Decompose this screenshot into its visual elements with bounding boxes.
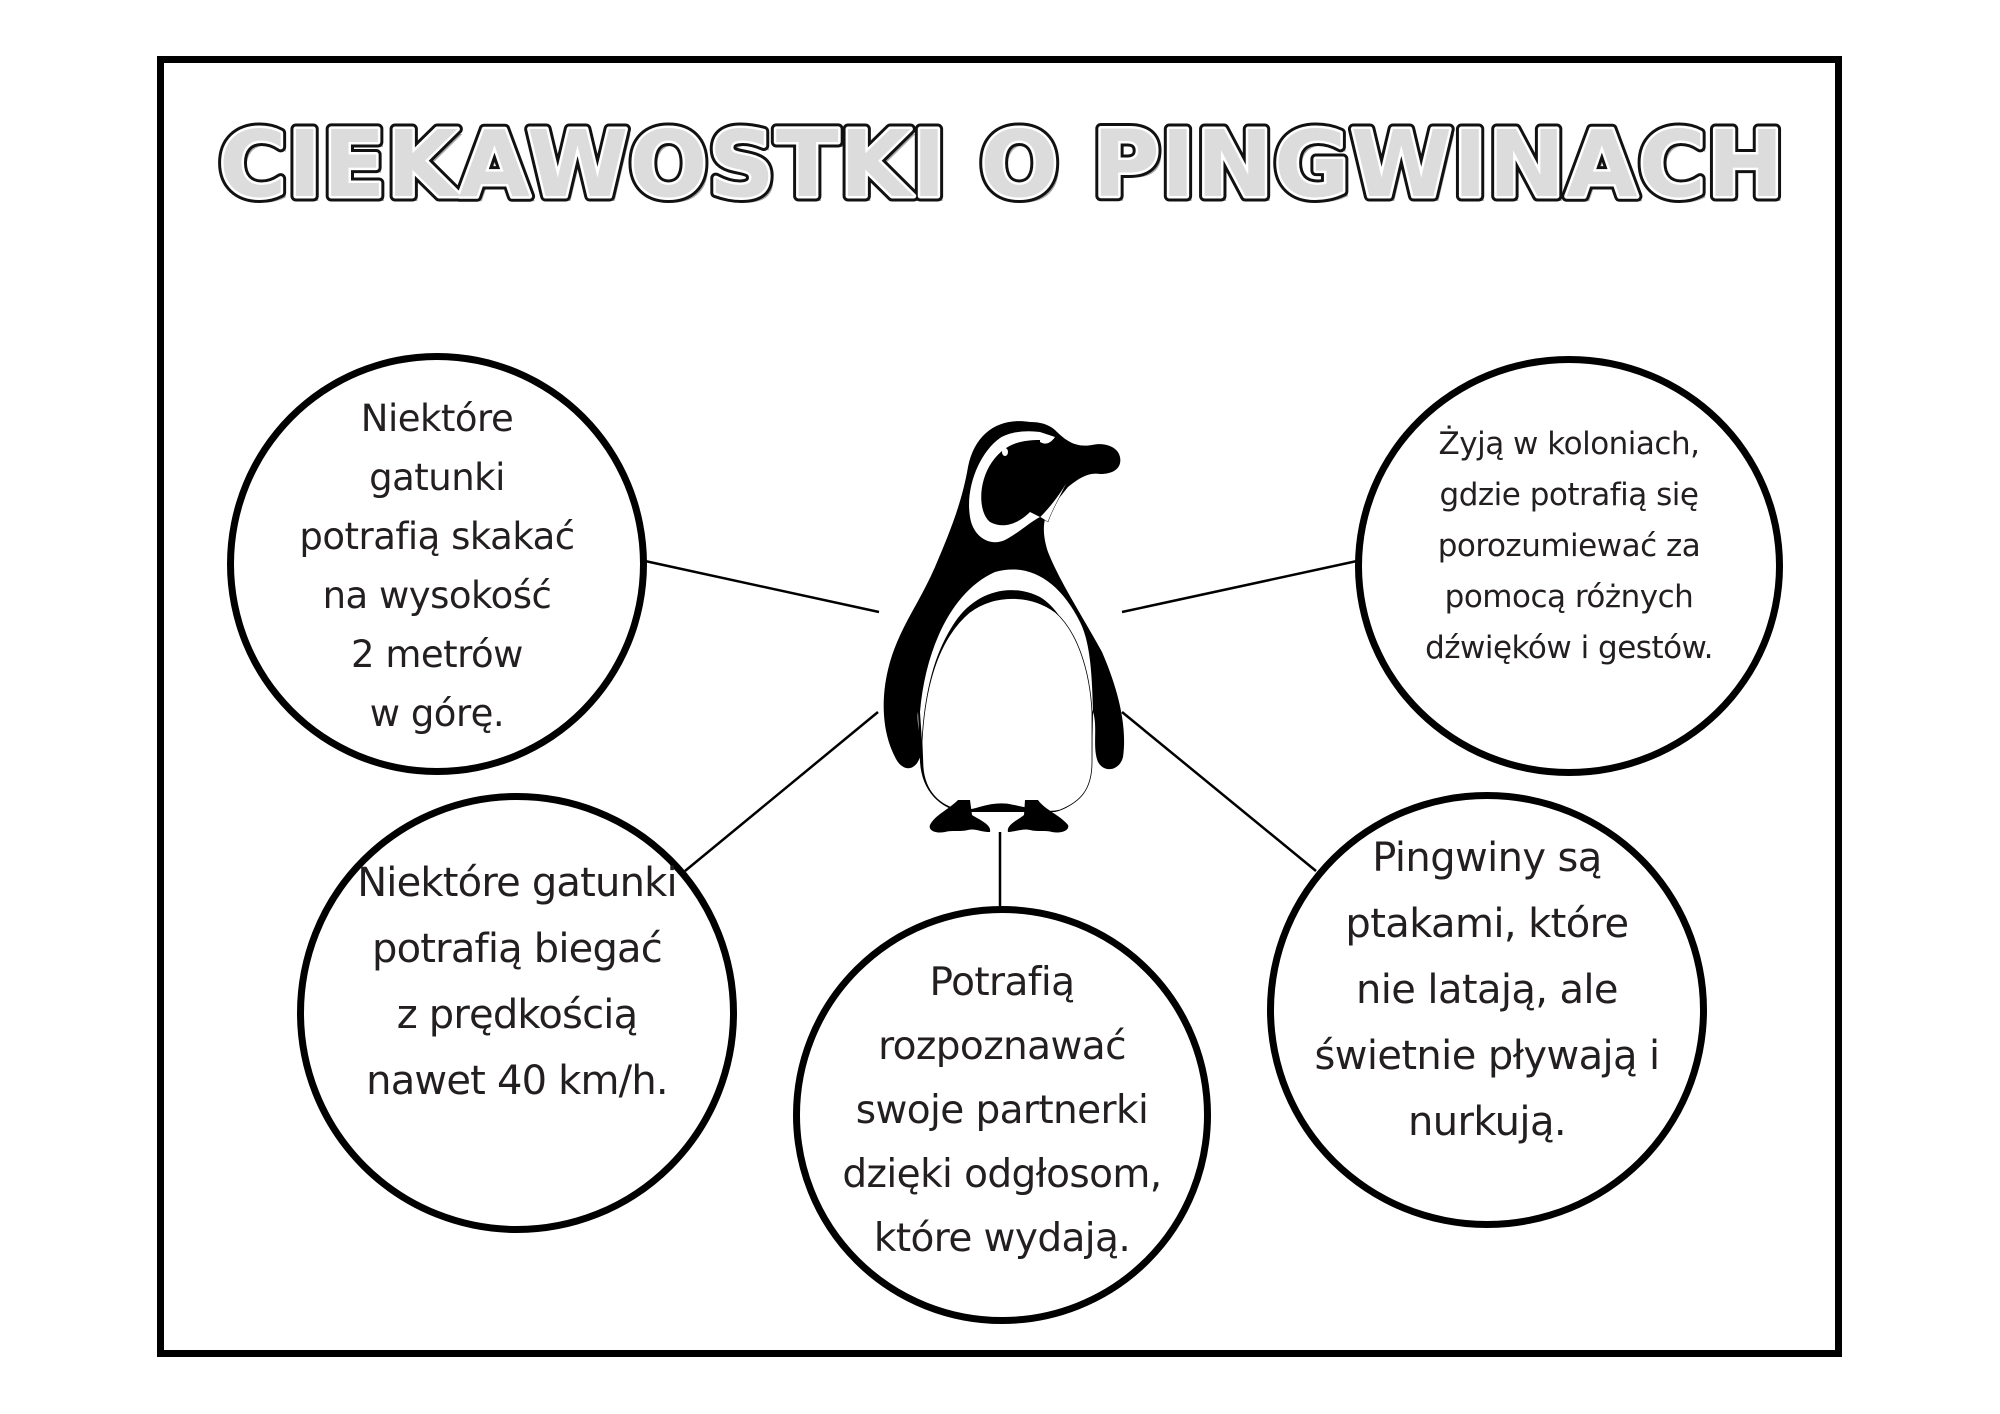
poster-frame (157, 56, 1842, 1357)
title-shadow: CIEKAWOSTKI O PINGWINACH (224, 116, 1790, 223)
connector-bottom-left (684, 711, 879, 872)
fact-text: Niektóre gatunki potrafią biegać z prędk… (357, 860, 677, 1104)
fact-bubble-swimming: Pingwiny są ptakami, które nie latają, a… (1267, 792, 1707, 1228)
fact-bubble-jumping: Niektóre gatunki potrafią skakać na wyso… (227, 353, 647, 775)
fact-text: Pingwiny są ptakami, które nie latają, a… (1314, 835, 1660, 1145)
title-inner-stroke: CIEKAWOSTKI O PINGWINACH (219, 111, 1785, 218)
connector-top-right (1121, 559, 1358, 614)
title-text: CIEKAWOSTKI O PINGWINACH (219, 111, 1785, 218)
fact-text: Niektóre gatunki potrafią skakać na wyso… (299, 397, 575, 735)
title-outline: CIEKAWOSTKI O PINGWINACH (219, 111, 1785, 218)
penguin-icon (883, 421, 1125, 833)
fact-text: Potrafią rozpoznawać swoje partnerki dzi… (842, 960, 1162, 1261)
fact-bubble-running: Niektóre gatunki potrafią biegać z prędk… (297, 793, 737, 1233)
fact-bubble-colonies: Żyją w koloniach, gdzie potrafią się por… (1355, 356, 1783, 776)
connector-bottom-right (1121, 711, 1317, 872)
fact-bubble-recognition: Potrafią rozpoznawać swoje partnerki dzi… (793, 906, 1211, 1324)
fact-text: Żyją w koloniach, gdzie potrafią się por… (1425, 425, 1713, 666)
page-title: CIEKAWOSTKI O PINGWINACH CIEKAWOSTKI O P… (213, 106, 1790, 224)
connector-top-left (644, 559, 880, 614)
